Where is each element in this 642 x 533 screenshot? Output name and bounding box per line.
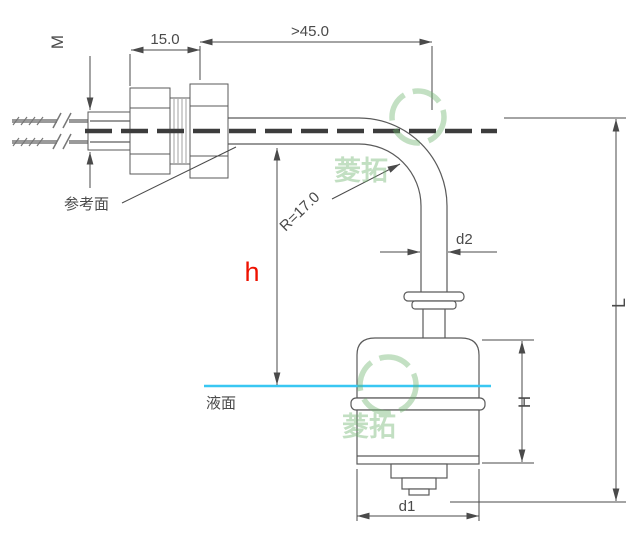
watermark-text-middle: 菱拓 bbox=[342, 412, 396, 442]
tube-outer-edge bbox=[228, 117, 448, 292]
float-bottom-tip bbox=[408, 488, 430, 496]
total-length-label: L bbox=[609, 298, 629, 308]
watermark-logo-middle: 菱拓 bbox=[342, 354, 419, 442]
float-bottom-step-2 bbox=[401, 477, 437, 490]
tube-inner-edge bbox=[228, 143, 422, 292]
wire-break-marks bbox=[52, 112, 72, 150]
liquid-level-label: 液面 bbox=[206, 395, 236, 412]
stop-collar bbox=[411, 300, 457, 310]
dim-45-label: >45.0 bbox=[291, 23, 329, 40]
reference-surface-label: 参考面 bbox=[64, 196, 109, 213]
wire-strand-hatch bbox=[12, 116, 44, 147]
bend-radius-label: R=17.0 bbox=[276, 189, 323, 235]
watermark-ring-icon bbox=[389, 88, 447, 146]
watermark-text-top: 菱拓 bbox=[334, 156, 388, 186]
dimensions bbox=[86, 38, 626, 521]
wire-leads bbox=[12, 112, 90, 150]
float-top-cap bbox=[356, 337, 480, 399]
float-body bbox=[356, 409, 480, 465]
watermark-ring-icon bbox=[357, 354, 419, 416]
height-h-label: h bbox=[244, 257, 259, 287]
tube-diameter-label: d2 bbox=[456, 231, 473, 248]
thread-size-label: M bbox=[48, 35, 67, 49]
float-bottom-step-1 bbox=[390, 463, 448, 479]
watermark-logo-top: 菱拓 bbox=[334, 88, 447, 186]
watermark: 菱拓 菱拓 bbox=[334, 88, 447, 442]
reference-surface-leader bbox=[121, 146, 237, 204]
stop-flange bbox=[403, 291, 465, 302]
dim-15-label: 15.0 bbox=[150, 31, 179, 48]
float-assembly bbox=[350, 291, 486, 496]
radius-leader bbox=[331, 163, 401, 200]
bent-tube bbox=[228, 117, 448, 292]
float-height-label: H bbox=[515, 396, 534, 408]
float-diameter-label: d1 bbox=[399, 498, 416, 515]
